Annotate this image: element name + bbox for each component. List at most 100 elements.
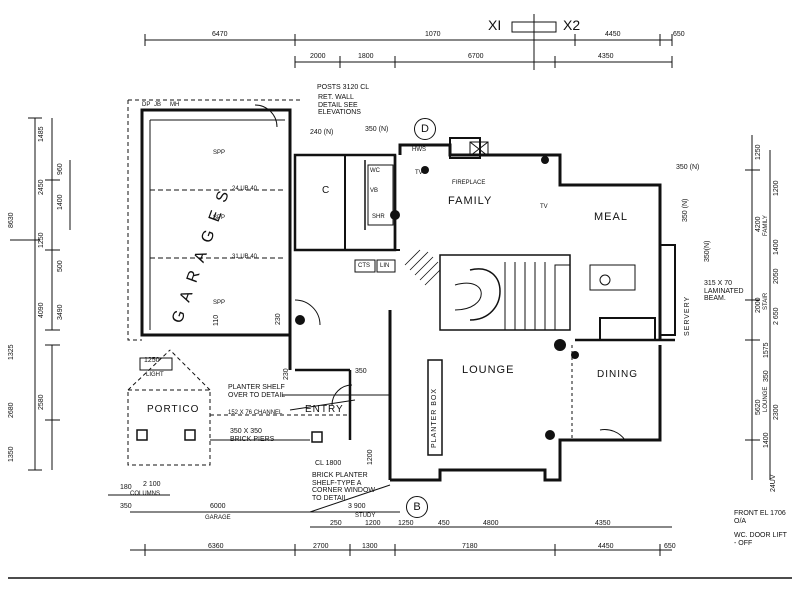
room-study: STUDY — [355, 513, 376, 519]
dim-350: 350 — [355, 368, 367, 375]
dim-1250: 1250 — [144, 357, 160, 364]
room-family: FAMILY — [448, 195, 493, 207]
top-dim: 6700 — [468, 53, 484, 60]
dim-230b: 230 — [283, 368, 290, 380]
top-dim: 6470 — [212, 31, 228, 38]
left-dim: 2450 — [38, 179, 45, 195]
shr-label: SHR — [372, 214, 385, 220]
tv-label: TV — [540, 204, 548, 210]
bottom-dim: 250 — [330, 520, 342, 527]
right-dim: 2000 — [755, 297, 762, 313]
left-dim: 1325 — [8, 344, 15, 360]
top-dim: 1800 — [358, 53, 374, 60]
bottom-dim: 1200 — [365, 520, 381, 527]
right-dim: STAIR — [763, 292, 769, 310]
room-meal: MEAL — [594, 211, 628, 223]
brick-piers-note: 350 X 350 BRICK PIERS — [230, 428, 275, 443]
right-dim: 24UV — [770, 474, 777, 492]
bottom-dim: 450 — [438, 520, 450, 527]
bottom-dim: 4450 — [598, 543, 614, 550]
bottom-dim: 6000 — [210, 503, 226, 510]
cl-1800-label: CL 1800 — [315, 460, 342, 467]
tv-label: TV — [415, 170, 423, 176]
section-marker-right: X2 — [563, 17, 581, 33]
hws-label: HWS — [412, 147, 426, 153]
right-dim: 1200 — [773, 180, 780, 196]
left-dim: 3490 — [57, 304, 64, 320]
left-dim: 1350 — [8, 446, 15, 462]
grid-tag-d: D — [414, 118, 436, 140]
dim-180: 180 — [120, 484, 132, 491]
planter-shelf-note: PLANTER SHELF OVER TO DETAIL — [228, 384, 286, 399]
cts-label: CTS — [358, 263, 370, 269]
front-el-note: FRONT EL 1706 O/A — [734, 510, 786, 525]
servery-label: SERVERY — [684, 295, 691, 336]
right-dim: 2300 — [773, 404, 780, 420]
bottom-dim: 650 — [664, 543, 676, 550]
right-dim: 4200 — [755, 216, 762, 232]
top-dim: 650 — [673, 31, 685, 38]
bottom-dim: 3 900 — [348, 503, 366, 510]
dim-110: 110 — [213, 314, 220, 326]
columns-label: COLUMNS — [130, 491, 161, 497]
ret-wall-note: RET. WALL DETAIL SEE ELEVATIONS — [318, 94, 361, 117]
dim-350n-meal: 350 (N) — [676, 164, 700, 171]
dim-350n: 350 (N) — [365, 126, 389, 133]
light-label: LIGHT — [146, 372, 164, 378]
dim-350n-kitchen: 350(N) — [704, 240, 711, 262]
top-dim: 4350 — [598, 53, 614, 60]
beam-label: 24 UB 40 — [232, 186, 258, 192]
bottom-dim: 1300 — [362, 543, 378, 550]
room-dining: DINING — [597, 369, 638, 380]
bottom-dim: 6360 — [208, 543, 224, 550]
right-dim: 5620 — [755, 399, 762, 415]
room-portico: PORTICO — [147, 404, 200, 415]
bottom-dim: 350 — [120, 503, 132, 510]
bottom-dim: 4800 — [483, 520, 499, 527]
bottom-dim: 2700 — [313, 543, 329, 550]
room-entry: ENTRY — [305, 404, 344, 415]
bottom-dim: 1250 — [398, 520, 414, 527]
dim-230: 230 — [275, 313, 282, 325]
right-dim: 2050 — [773, 268, 780, 284]
left-dim: 960 — [57, 163, 64, 175]
spp-label: SPP — [213, 150, 226, 156]
dim-2100: 2 100 — [143, 481, 161, 488]
channel-label: 152 X 76 CHANNEL — [228, 410, 283, 416]
grid-tag-b: B — [406, 496, 428, 518]
right-dim: 1575 — [763, 342, 770, 358]
garage-dim-label: GARAGE — [205, 515, 231, 521]
spp-label: SPP — [213, 215, 226, 221]
left-dim: 8630 — [8, 212, 15, 228]
left-dim: 2680 — [8, 402, 15, 418]
wc-label: WC — [370, 168, 380, 174]
room-lounge: LOUNGE — [462, 364, 515, 376]
wc-door-note: WC. DOOR LIFT - OFF — [734, 532, 787, 547]
left-dim: 2580 — [38, 394, 45, 410]
top-dim: 4450 — [605, 31, 621, 38]
right-dim: 1400 — [763, 432, 770, 448]
dim-1200: 1200 — [367, 449, 374, 465]
right-dim: 1400 — [773, 239, 780, 255]
right-dim: 2 650 — [773, 307, 780, 325]
spp-label: SPP — [213, 300, 226, 306]
planter-box-label: PLANTER BOX — [431, 387, 438, 448]
jb-label: JB — [154, 102, 162, 108]
left-dim: 1485 — [38, 126, 45, 142]
bottom-dim: 7180 — [462, 543, 478, 550]
right-dim: 350 — [763, 370, 770, 382]
vb-label: VB — [370, 188, 379, 194]
bottom-dim: 4350 — [595, 520, 611, 527]
lin-label: LIN — [380, 263, 390, 269]
cupboard-label: C — [322, 185, 331, 196]
dp-label: DP — [142, 102, 151, 108]
dim-240: 240 (N) — [310, 129, 334, 136]
fireplace-label: FIREPLACE — [452, 180, 486, 186]
mh-label: MH — [170, 102, 180, 108]
top-dim: 1070 — [425, 31, 441, 38]
laminated-beam-note: 315 X 70 LAMINATED BEAM. — [704, 280, 744, 303]
beam-label: 31 UB 40 — [232, 254, 258, 260]
right-dim: 1250 — [755, 144, 762, 160]
dim-350n-wall: 350 (N) — [682, 198, 689, 222]
